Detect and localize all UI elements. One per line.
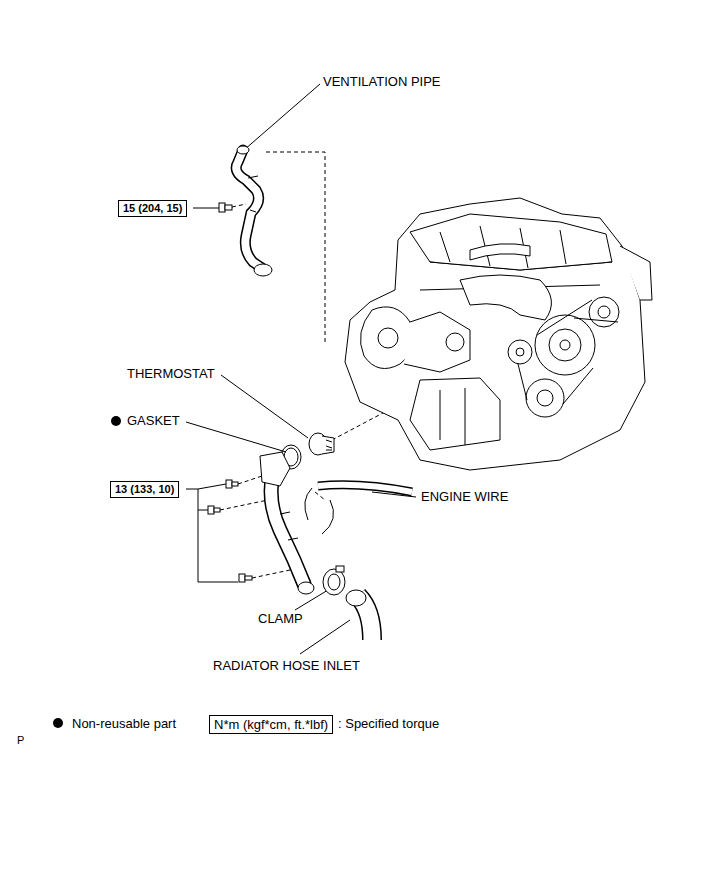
non-reusable-dot bbox=[111, 416, 121, 426]
bolt bbox=[219, 203, 232, 212]
leader-line bbox=[295, 590, 328, 610]
legend-text: : Specified torque bbox=[338, 716, 439, 731]
part-label: RADIATOR HOSE INLET bbox=[213, 658, 360, 673]
torque-box: 13 (133, 10) bbox=[110, 481, 179, 498]
torque-value: 15 (204, 15) bbox=[123, 202, 182, 214]
bracket-line bbox=[193, 208, 219, 209]
part-label: VENTILATION PIPE bbox=[323, 74, 441, 89]
clamp bbox=[323, 566, 345, 595]
radiator-hose bbox=[346, 590, 372, 640]
torque-value: N*m (kgf*cm, ft.*lbf) bbox=[214, 717, 328, 732]
torque-box: 15 (204, 15) bbox=[118, 200, 187, 217]
part-label: P bbox=[17, 733, 24, 748]
bracket-line bbox=[186, 484, 238, 582]
water-inlet bbox=[260, 452, 314, 594]
torque-box: N*m (kgf*cm, ft.*lbf) bbox=[209, 715, 333, 734]
leader-line bbox=[221, 375, 308, 438]
legend-dot bbox=[53, 718, 63, 728]
part-label: ENGINE WIRE bbox=[421, 489, 508, 504]
leader-line bbox=[300, 620, 350, 654]
leader-line bbox=[244, 84, 320, 150]
engine-wire bbox=[305, 485, 412, 534]
part-label: GASKET bbox=[127, 413, 180, 428]
torque-value: 13 (133, 10) bbox=[115, 483, 174, 495]
leader-line bbox=[186, 422, 286, 452]
part-label: CLAMP bbox=[258, 611, 303, 626]
ventilation-pipe bbox=[236, 146, 272, 276]
thermostat bbox=[309, 433, 334, 455]
bolt bbox=[208, 480, 252, 582]
legend-text: Non-reusable part bbox=[72, 716, 176, 731]
engine bbox=[345, 198, 652, 470]
part-label: THERMOSTAT bbox=[127, 366, 215, 381]
